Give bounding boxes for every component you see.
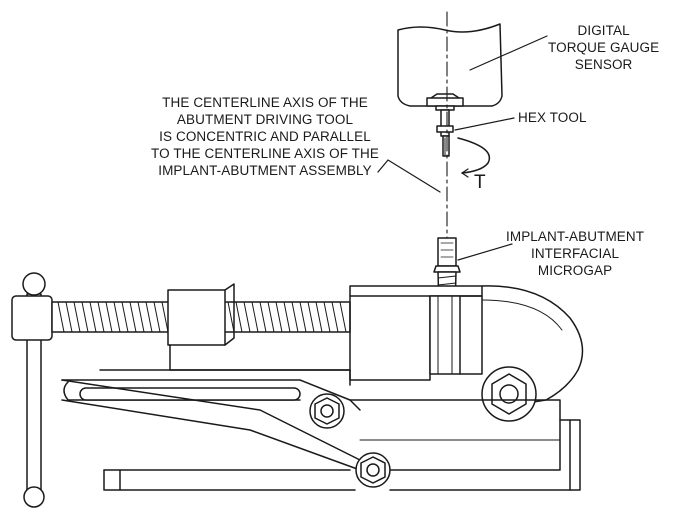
- microgap-label: IMPLANT-ABUTMENT INTERFACIAL MICROGAP: [506, 229, 645, 278]
- leader-lines: [377, 35, 548, 261]
- leader-microgap: [457, 243, 513, 261]
- hex-tool-label: HEX TOOL: [518, 110, 587, 125]
- hex-tool: [436, 109, 454, 157]
- sensor-label: DIGITAL TORQUE GAUGE SENSOR: [548, 23, 660, 72]
- torque-symbol: T: [474, 172, 486, 193]
- torque-arrow: [457, 137, 491, 178]
- drill-press-vise: [11, 272, 584, 508]
- leader-hex-tool: [454, 117, 515, 131]
- leader-centerline: [377, 159, 441, 193]
- leader-sensor: [469, 35, 548, 71]
- centerline-label: THE CENTERLINE AXIS OF THE ABUTMENT DRIV…: [151, 95, 379, 178]
- torque-gauge-sensor: [397, 23, 503, 111]
